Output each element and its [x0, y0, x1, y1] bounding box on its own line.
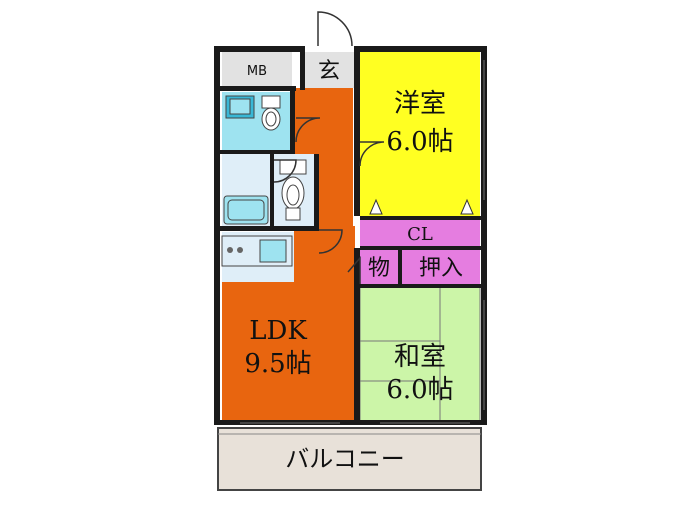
japanese-room: [360, 287, 480, 421]
toilet-seat: [265, 111, 277, 127]
japanese-room-size: 6.0帖: [386, 375, 453, 405]
toilet-2-seat: [286, 184, 300, 206]
balcony-label: バルコニー: [285, 445, 405, 473]
western-room-size: 6.0帖: [386, 127, 453, 157]
front-door-swing: [317, 11, 353, 47]
entrance-floor: [304, 52, 354, 88]
closet-door-swing: [347, 255, 361, 284]
closet-hanger: [460, 198, 474, 215]
storage: [360, 250, 398, 284]
western-room-door-swing: [359, 141, 385, 167]
kitchen-sink: [259, 239, 287, 263]
bath-door-swing: [273, 159, 297, 183]
meter-box-label: MB: [247, 64, 267, 79]
stove-burner: [237, 247, 243, 253]
meter-box: [222, 52, 292, 86]
storage-label: 物: [368, 256, 390, 281]
western-room-name: 洋室: [394, 89, 446, 119]
bathtub: [223, 195, 269, 225]
closet-hanger: [369, 198, 383, 215]
bathtub-inner: [227, 199, 265, 221]
toilet-2-front: [285, 207, 301, 221]
toilet-door-swing: [295, 117, 321, 143]
stove-burner: [227, 247, 233, 253]
oshiire: [402, 250, 480, 284]
balcony: [217, 427, 482, 491]
door-swings: [273, 11, 385, 284]
oshiire-label: 押入: [419, 256, 463, 281]
western-room: [360, 52, 480, 216]
kitchen-door-swing: [318, 229, 343, 254]
closet: [360, 220, 480, 246]
basin-bowl: [229, 98, 251, 115]
toilet-tank: [261, 95, 281, 109]
entrance-label: 玄: [318, 59, 340, 84]
ldk-room: [222, 88, 355, 421]
ldk-room-size: 9.5帖: [244, 349, 311, 379]
ldk-room-name: LDK: [249, 316, 307, 346]
windows: [240, 60, 485, 424]
walls: [214, 46, 487, 425]
closet-label: CL: [407, 224, 433, 245]
japanese-room-name: 和室: [394, 342, 446, 372]
